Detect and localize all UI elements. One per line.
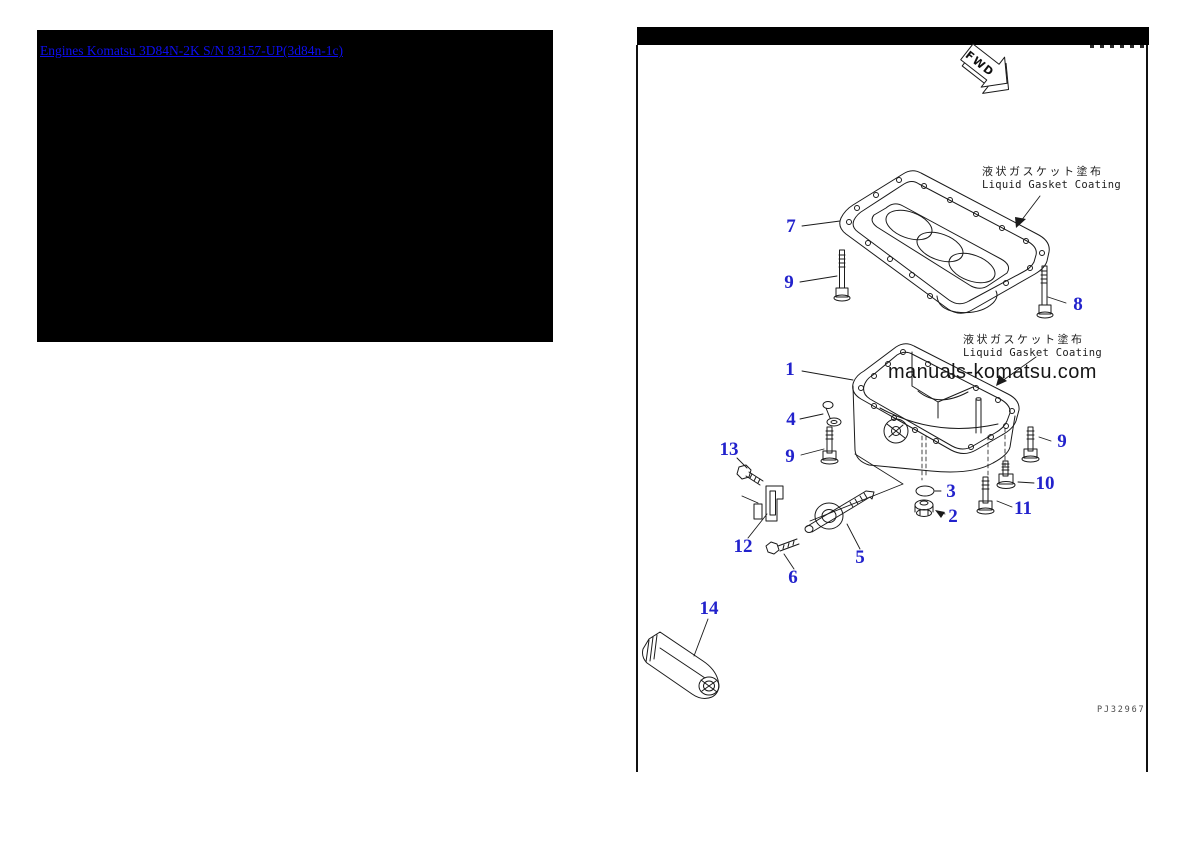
coating-arrow-lower [996, 375, 1007, 386]
manual-title-link[interactable]: Engines Komatsu 3D84N-2K S/N 83157-UP(3d… [40, 43, 343, 58]
preview-panel: Engines Komatsu 3D84N-2K S/N 83157-UP(3d… [37, 30, 553, 342]
bolt-8 [1036, 265, 1054, 319]
coating-note-upper: 液状ガスケット塗布 Liquid Gasket Coating [982, 165, 1122, 191]
plug-arrow [935, 510, 945, 518]
gasket-tube-14 [642, 631, 720, 699]
fwd-arrow-sign: FWD [960, 43, 1010, 94]
sheet-right-border [1146, 45, 1148, 772]
gauge-guide-5 [804, 490, 875, 533]
watermark: manuals-komatsu.com [888, 361, 1097, 383]
coating-note-jp: 液状ガスケット塗布 [963, 333, 1085, 346]
coating-note-en: Liquid Gasket Coating [982, 178, 1122, 191]
gasket-3 [915, 485, 935, 497]
coating-arrow-upper [1015, 217, 1026, 228]
upper-oil-pan-drawing [799, 170, 1067, 319]
bolt-10 [996, 460, 1016, 489]
bolt-6 [765, 538, 800, 555]
bolt-9-lower-right [1021, 426, 1040, 463]
screw-13 [736, 464, 764, 486]
lower-oil-pan-drawing [693, 343, 1052, 657]
hidden-axis-lines [921, 427, 1006, 481]
drain-plug-2 [914, 499, 934, 517]
bolt-9-upper [833, 249, 851, 302]
coating-note-en: Liquid Gasket Coating [963, 346, 1103, 359]
bolt-11 [976, 476, 995, 515]
plug-4 [822, 401, 842, 427]
leader-lines-lower [693, 356, 1052, 657]
bolt-9-lower-left [820, 426, 839, 465]
bracket-12 [753, 485, 784, 522]
figure-code: PJ32967 [1097, 705, 1146, 715]
bolt-holes-upper [846, 177, 1045, 299]
bolt-holes-lower [858, 349, 1015, 450]
sheet-left-border [636, 45, 638, 772]
leader-lines-upper [799, 195, 1067, 304]
tick-marks [1090, 45, 1144, 48]
parts-diagram: FWD [642, 43, 1144, 699]
coating-note-jp: 液状ガスケット塗布 [982, 165, 1104, 178]
coating-note-lower: 液状ガスケット塗布 Liquid Gasket Coating [963, 333, 1103, 359]
sheet-header-bar [637, 27, 1149, 45]
